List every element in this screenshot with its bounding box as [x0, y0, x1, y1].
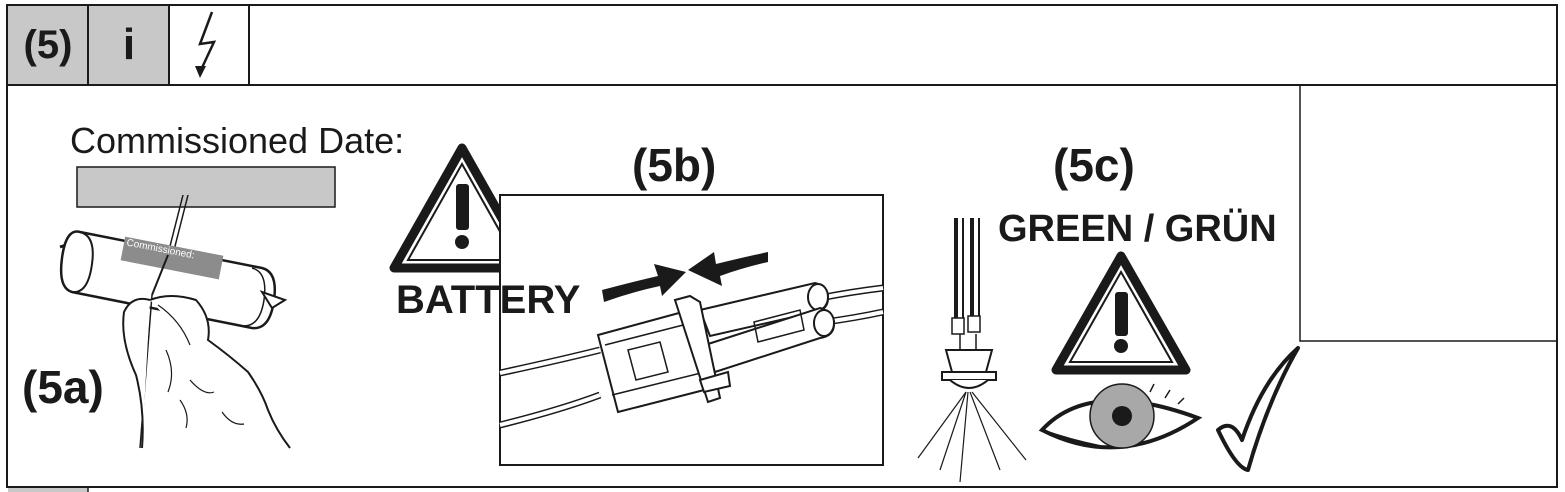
push-together-arrows: [602, 252, 768, 302]
battery-warning-text: BATTERY: [396, 278, 581, 322]
led-indicator-illustration: [917, 218, 1027, 483]
green-indicator-text: GREEN / GRÜN: [998, 208, 1277, 250]
panel-5b-label: (5b): [632, 139, 717, 191]
step-number: (5): [23, 22, 73, 67]
eye-icon: [1038, 383, 1203, 450]
panel-5a-label: (5a): [22, 361, 104, 413]
connector-illustration: [499, 281, 884, 429]
green-warning-icon: [1051, 251, 1191, 375]
info-tab-bg: [89, 6, 169, 84]
commissioned-date-label: Commissioned Date:: [70, 120, 405, 161]
panel-5c-label: (5c): [1053, 139, 1135, 191]
info-label: i: [122, 20, 136, 69]
battery-warning-icon: [389, 143, 535, 273]
next-step-tab: [8, 488, 88, 492]
battery-sticker: [120, 236, 224, 280]
commissioned-date-field: [76, 166, 336, 208]
lightning-icon: [195, 11, 217, 78]
step-tab-bg: [8, 6, 88, 84]
checkmark-icon: [1216, 346, 1300, 472]
battery-illustration: [59, 230, 288, 330]
hand-with-pen: [122, 254, 291, 449]
empty-notes-box: [1299, 84, 1558, 342]
